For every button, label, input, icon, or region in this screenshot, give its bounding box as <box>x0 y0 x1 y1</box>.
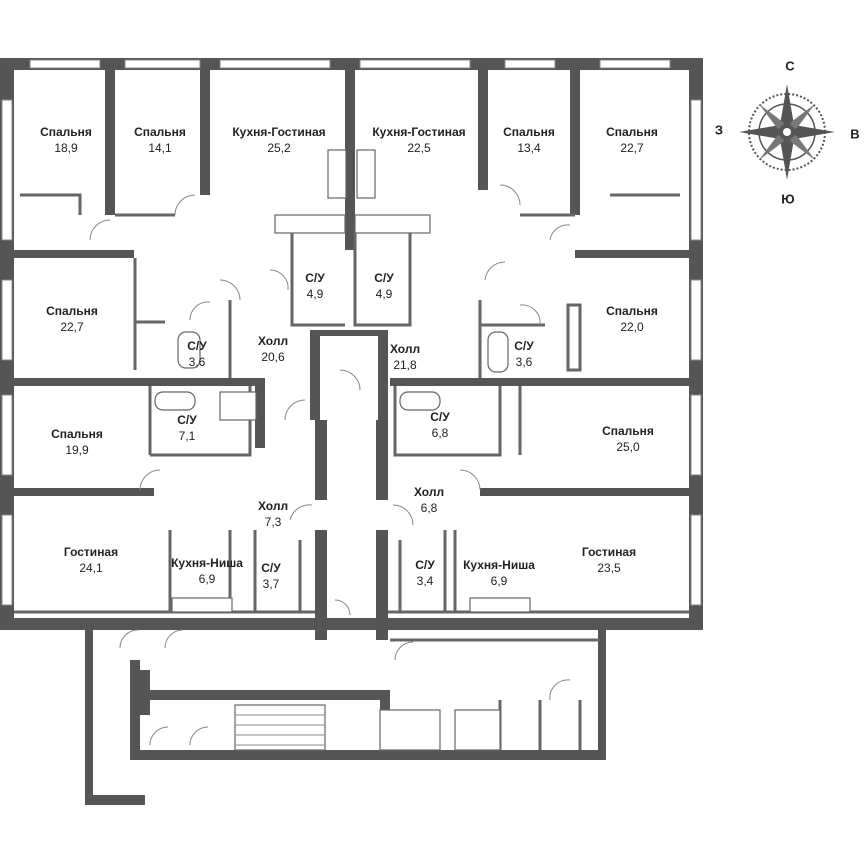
room-label-bedroom: Спальня 22,0 <box>606 303 658 335</box>
room-label-kitchen-niche: Кухня-Ниша 6,9 <box>463 557 535 589</box>
room-label-bedroom: Спальня 14,1 <box>134 124 186 156</box>
room-label-hall: Холл 21,8 <box>390 341 420 373</box>
room-label-hall: Холл 7,3 <box>258 498 288 530</box>
room-area: 23,5 <box>597 561 621 575</box>
interior-walls <box>14 70 689 760</box>
room-area: 14,1 <box>148 141 172 155</box>
room-label-bedroom: Спальня 18,9 <box>40 124 92 156</box>
room-label-bedroom: Спальня 13,4 <box>503 124 555 156</box>
room-label-kitchen-living: Кухня-Гостиная 22,5 <box>372 124 465 156</box>
room-label-bathroom: С/У 7,1 <box>177 412 196 444</box>
room-area: 3,7 <box>262 577 280 591</box>
room-area: 7,1 <box>178 429 196 443</box>
compass-north-label: С <box>785 58 795 74</box>
room-area: 6,9 <box>490 574 508 588</box>
room-name: Гостиная <box>581 545 637 559</box>
doors <box>89 184 571 746</box>
windows <box>1 59 702 606</box>
room-name: Холл <box>389 342 421 356</box>
room-name: Кухня-Гостиная <box>372 125 466 139</box>
room-area: 22,7 <box>620 141 644 155</box>
room-area: 13,4 <box>517 141 541 155</box>
room-name: С/У <box>514 339 534 353</box>
room-name: С/У <box>177 413 197 427</box>
room-name: Кухня-Гостиная <box>232 125 326 139</box>
compass-south-label: Ю <box>781 191 795 207</box>
compass-east-label: В <box>850 126 860 142</box>
room-label-living: Гостиная 24,1 <box>64 544 118 576</box>
room-name: С/У <box>415 558 435 572</box>
room-name: Спальня <box>40 125 92 139</box>
room-name: Гостиная <box>63 545 119 559</box>
room-label-kitchen-niche: Кухня-Ниша 6,9 <box>171 555 243 587</box>
fixtures <box>154 149 531 751</box>
partitions <box>14 193 689 750</box>
room-label-bathroom: С/У 3,6 <box>514 338 533 370</box>
room-area: 25,0 <box>616 440 640 454</box>
room-area: 18,9 <box>54 141 78 155</box>
room-name: Спальня <box>46 304 98 318</box>
compass-west-label: З <box>714 122 724 138</box>
room-name: Холл <box>413 485 445 499</box>
room-label-bathroom: С/У 3,7 <box>261 560 280 592</box>
room-area: 3,4 <box>416 574 434 588</box>
room-label-living: Гостиная 23,5 <box>582 544 636 576</box>
room-label-bedroom: Спальня 19,9 <box>51 426 103 458</box>
room-name: С/У <box>305 271 325 285</box>
room-label-bathroom: С/У 3,6 <box>187 338 206 370</box>
room-label-bedroom: Спальня 25,0 <box>602 423 654 455</box>
room-area: 6,9 <box>198 572 216 586</box>
room-area: 22,5 <box>407 141 431 155</box>
room-name: Спальня <box>602 424 654 438</box>
room-name: Холл <box>257 334 289 348</box>
room-name: Спальня <box>503 125 555 139</box>
room-name: Спальня <box>51 427 103 441</box>
room-area: 4,9 <box>306 287 324 301</box>
room-area: 20,6 <box>261 350 285 364</box>
room-label-hall: Холл 6,8 <box>414 484 444 516</box>
room-area: 7,3 <box>264 515 282 529</box>
room-name: С/У <box>374 271 394 285</box>
room-name: С/У <box>261 561 281 575</box>
room-label-bedroom: Спальня 22,7 <box>46 303 98 335</box>
room-area: 25,2 <box>267 141 291 155</box>
room-label-bathroom: С/У 4,9 <box>374 270 393 302</box>
room-name: С/У <box>430 410 450 424</box>
room-name: Кухня-Ниша <box>171 556 243 570</box>
room-area: 22,0 <box>620 320 644 334</box>
room-label-kitchen-living: Кухня-Гостиная 25,2 <box>232 124 325 156</box>
room-name: Спальня <box>606 304 658 318</box>
room-area: 19,9 <box>65 443 89 457</box>
room-label-hall: Холл 20,6 <box>258 333 288 365</box>
room-area: 4,9 <box>375 287 393 301</box>
room-area: 6,8 <box>431 426 449 440</box>
compass-rose-icon <box>739 84 835 180</box>
room-area: 22,7 <box>60 320 84 334</box>
room-label-bathroom: С/У 4,9 <box>305 270 324 302</box>
room-area: 24,1 <box>79 561 103 575</box>
room-area: 3,6 <box>188 355 206 369</box>
room-name: Спальня <box>134 125 186 139</box>
room-label-bedroom: Спальня 22,7 <box>606 124 658 156</box>
room-area: 21,8 <box>393 358 417 372</box>
room-name: Спальня <box>606 125 658 139</box>
stairs <box>235 714 325 746</box>
room-name: Холл <box>257 499 289 513</box>
room-name: Кухня-Ниша <box>463 558 535 572</box>
room-area: 3,6 <box>515 355 533 369</box>
room-label-bathroom: С/У 3,4 <box>415 557 434 589</box>
room-name: С/У <box>187 339 207 353</box>
room-area: 6,8 <box>420 501 438 515</box>
room-label-bathroom: С/У 6,8 <box>430 409 449 441</box>
